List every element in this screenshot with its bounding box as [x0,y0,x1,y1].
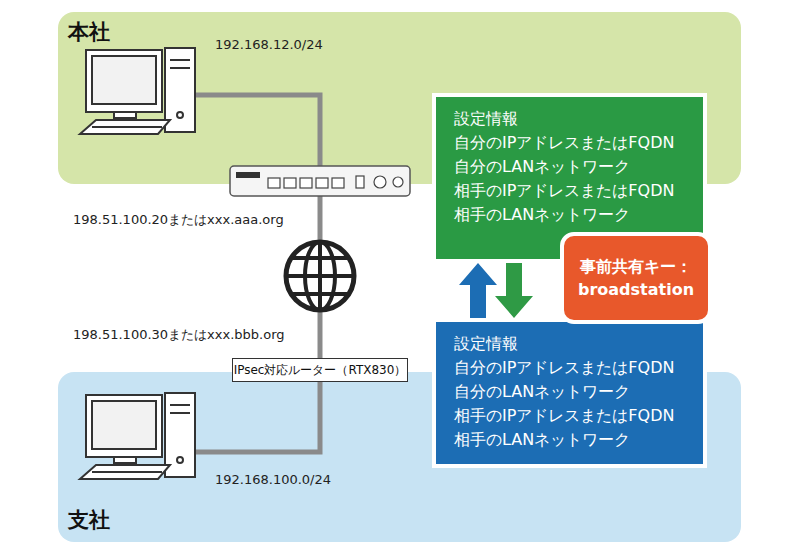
settings-box: 設定情報自分のIPアドレスまたはFQDN自分のLANネットワーク相手のIPアドレ… [432,318,707,468]
setting-item: 自分のLANネットワーク [454,380,685,404]
setting-item: 自分のIPアドレスまたはFQDN [454,131,685,155]
address-label: 198.51.100.30またはxxx.bbb.org [73,326,285,344]
setting-item: 自分のLANネットワーク [454,155,685,179]
setting-item: 自分のIPアドレスまたはFQDN [454,356,685,380]
router-name-box: IPsec対応ルーター（RTX830） [232,358,408,382]
router-name: IPsec対応ルーター（RTX830） [233,359,407,381]
band-title: 本社 [68,18,110,46]
address-label: 192.168.100.0/24 [215,472,331,487]
setting-item: 相手のLANネットワーク [454,428,685,452]
address-label: 198.51.100.20またはxxx.aaa.org [73,211,284,229]
pc-illustration [80,393,195,479]
pc-illustration [80,48,195,134]
setting-item: 設定情報 [454,107,685,131]
band-title: 支社 [68,506,110,534]
setting-item: 相手のIPアドレスまたはFQDN [454,404,685,428]
router-illustration [230,166,410,196]
key-text: 事前共有キー： [564,255,708,278]
setting-item: 相手のLANネットワーク [454,203,685,227]
preshared-key-box: 事前共有キー：broadstation [560,232,712,324]
exchange-arrow [459,263,497,318]
key-text: broadstation [564,278,708,301]
setting-item: 相手のIPアドレスまたはFQDN [454,179,685,203]
internet-globe [286,242,354,310]
exchange-arrow [495,263,533,318]
setting-item: 設定情報 [454,332,685,356]
address-label: 192.168.12.0/24 [215,37,323,52]
